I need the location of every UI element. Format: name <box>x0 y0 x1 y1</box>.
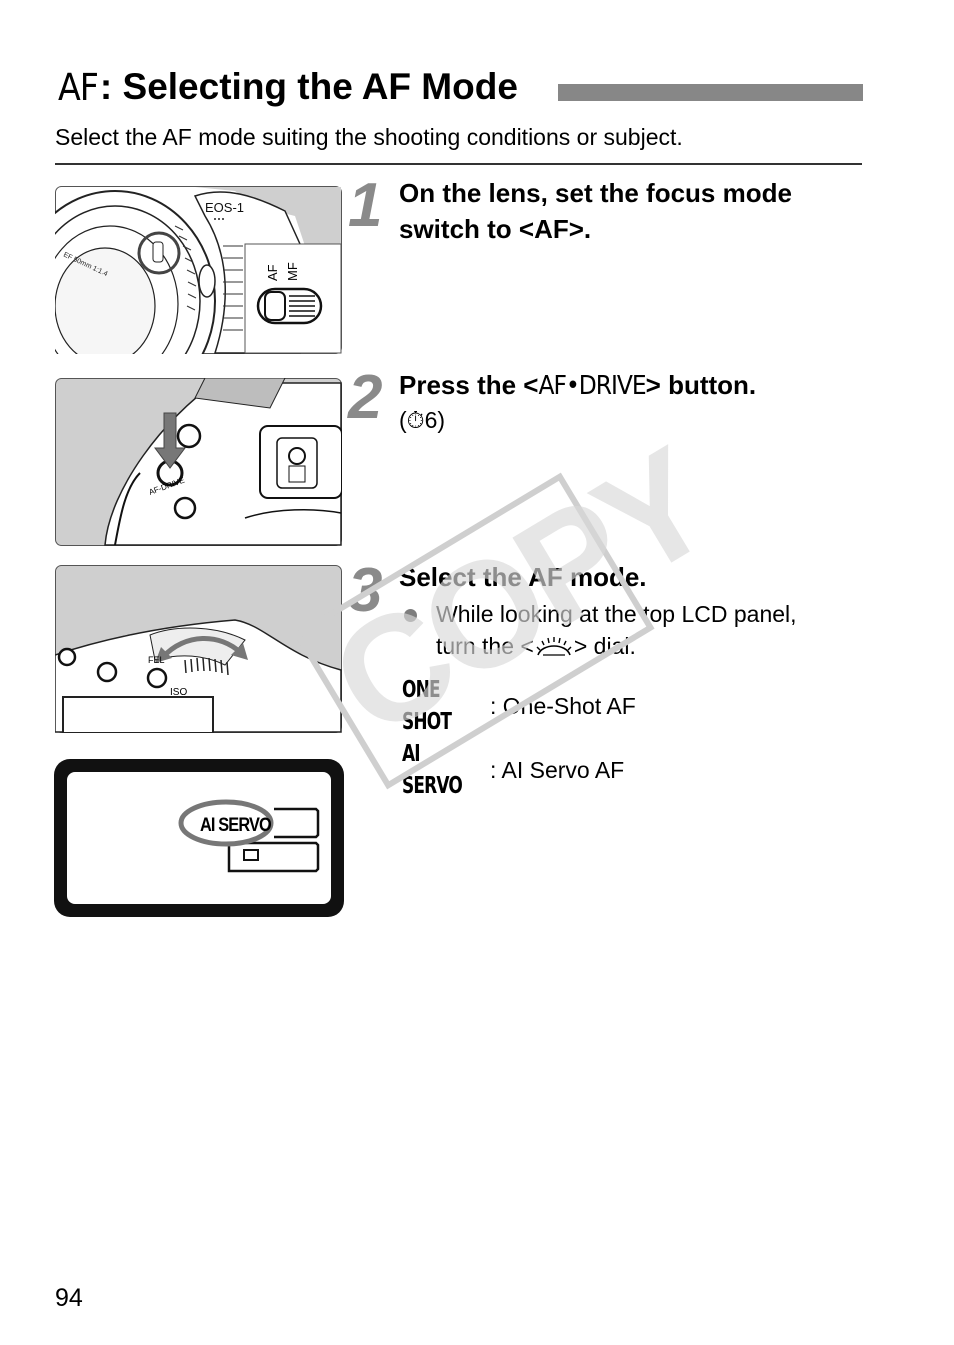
page-reference: (⏱6) <box>399 407 446 433</box>
step-3-title: Select the AF mode. <box>399 562 647 592</box>
figure-af-drive-button: AF-DRIVE <box>55 377 343 546</box>
instruction-prefix: turn the < <box>436 633 534 659</box>
main-dial-icon <box>534 633 574 659</box>
page-title: AF : Selecting the AF Mode <box>58 62 518 112</box>
ai-servo-label: : AI Servo AF <box>490 757 625 783</box>
header-rule <box>55 163 862 165</box>
fel-label: FEL <box>148 655 165 665</box>
step-1-title-line2: switch to <AF>. <box>399 214 592 244</box>
figure-main-dial: FEL ISO <box>54 565 342 734</box>
mode-item-one-shot: ONE SHOT : One-Shot AF <box>402 674 636 738</box>
step-1-title: On the lens, set the focus mode switch t… <box>399 175 792 247</box>
mode-item-ai-servo: AI SERVO : AI Servo AF <box>402 738 636 802</box>
iso-label: ISO <box>170 687 187 698</box>
af-drive-glyph: AF•DRIVE <box>538 371 646 401</box>
title-decor-bar <box>558 84 863 101</box>
step-3-instruction: While looking at the top LCD panel, turn… <box>436 598 797 662</box>
figure-lcd-panel: AI SERVO <box>54 759 344 917</box>
intro-text: Select the AF mode suiting the shooting … <box>55 124 683 150</box>
ai-servo-glyph: AI SERVO <box>402 741 463 799</box>
step-2-title: Press the <AF•DRIVE> button. <box>399 367 756 404</box>
lcd-mode-label: AI SERVO <box>200 814 272 835</box>
step-1-title-line1: On the lens, set the focus mode <box>399 178 792 208</box>
figure-lens-switch: EF 50mm 1:1.4 EOS-1 AF MF <box>14 186 342 412</box>
step-3-instruction-line1: While looking at the top LCD panel, <box>436 601 797 627</box>
step-3-instruction-line2: turn the < > dial. <box>436 630 797 662</box>
af-mode-glyph: AF <box>58 65 99 109</box>
instruction-suffix: > dial. <box>573 633 636 659</box>
camera-label: EOS-1 <box>205 200 244 215</box>
bullet-icon <box>404 609 417 622</box>
page-number: 94 <box>55 1284 83 1312</box>
mode-list: ONE SHOT : One-Shot AF AI SERVO : AI Ser… <box>402 674 636 802</box>
step-2-title-suffix: > button. <box>645 370 757 400</box>
step-2-title-prefix: Press the < <box>399 370 539 400</box>
one-shot-label: : One-Shot AF <box>490 693 636 719</box>
step-number-3: 3 <box>348 556 383 625</box>
switch-label-af: AF <box>265 264 280 281</box>
title-text: : Selecting the AF Mode <box>99 66 518 107</box>
one-shot-glyph: ONE SHOT <box>402 677 452 735</box>
step-number-2: 2 <box>348 363 383 432</box>
switch-label-mf: MF <box>285 262 300 281</box>
step-number-1: 1 <box>348 171 383 240</box>
